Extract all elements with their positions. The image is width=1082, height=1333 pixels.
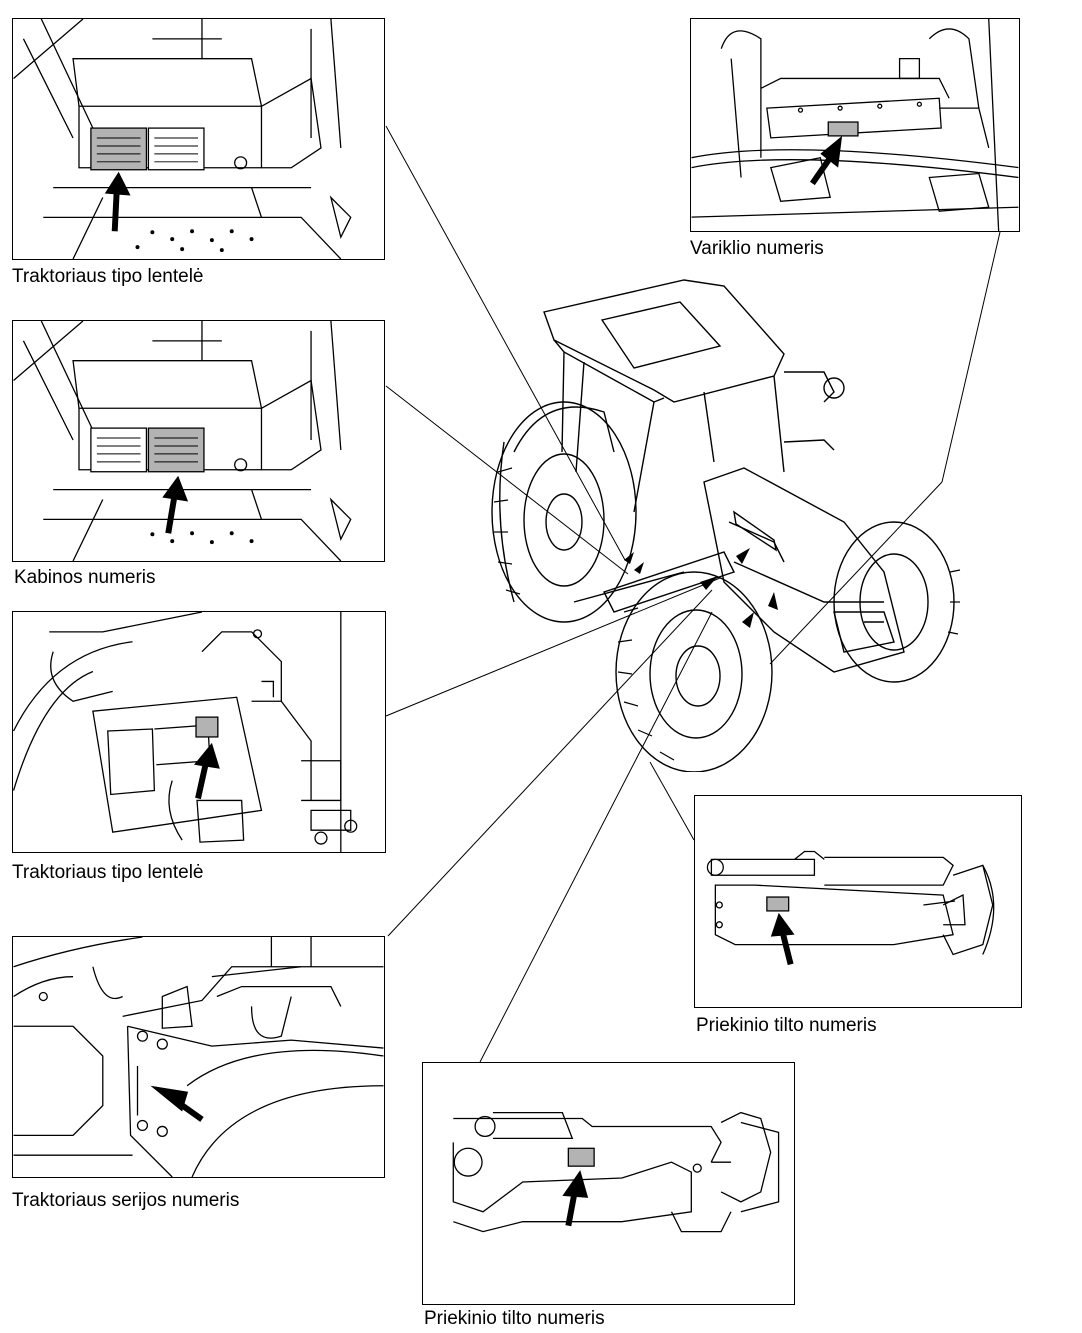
detail-drawing bbox=[452, 1111, 780, 1233]
caption-serial-number: Traktoriaus serijos numeris bbox=[12, 1190, 240, 1211]
detail-panel-type-plate-2 bbox=[12, 611, 386, 853]
arrow-icon bbox=[770, 912, 795, 966]
arrow-icon bbox=[150, 1085, 204, 1122]
caption-cab-number: Kabinos numeris bbox=[14, 567, 156, 588]
detail-panel-serial-number bbox=[12, 936, 385, 1178]
arrow-icon bbox=[162, 475, 189, 534]
detail-drawing bbox=[13, 937, 384, 1177]
detail-drawing bbox=[13, 612, 358, 852]
detail-panel-front-axle-2 bbox=[422, 1062, 795, 1305]
caption-front-axle-1: Priekinio tilto numeris bbox=[696, 1015, 877, 1036]
tractor-illustration bbox=[491, 279, 961, 772]
location-arrows bbox=[624, 548, 778, 628]
detail-drawing bbox=[13, 19, 352, 259]
detail-drawing bbox=[691, 19, 1019, 231]
caption-front-axle-2: Priekinio tilto numeris bbox=[424, 1308, 605, 1329]
caption-type-plate-1: Traktoriaus tipo lentelė bbox=[12, 266, 204, 287]
detail-panel-type-plate-1 bbox=[12, 18, 385, 260]
detail-panel-cab-number bbox=[12, 320, 385, 562]
detail-drawing bbox=[706, 850, 995, 966]
caption-type-plate-2: Traktoriaus tipo lentelė bbox=[12, 862, 204, 883]
caption-engine-number: Variklio numeris bbox=[690, 238, 824, 259]
arrow-icon bbox=[562, 1170, 589, 1227]
detail-drawing bbox=[13, 321, 352, 561]
detail-panel-front-axle-1 bbox=[694, 795, 1022, 1008]
arrow-icon bbox=[104, 171, 131, 232]
detail-panel-engine-number bbox=[690, 18, 1020, 232]
arrow-icon bbox=[194, 742, 220, 800]
arrow-icon bbox=[809, 135, 843, 186]
